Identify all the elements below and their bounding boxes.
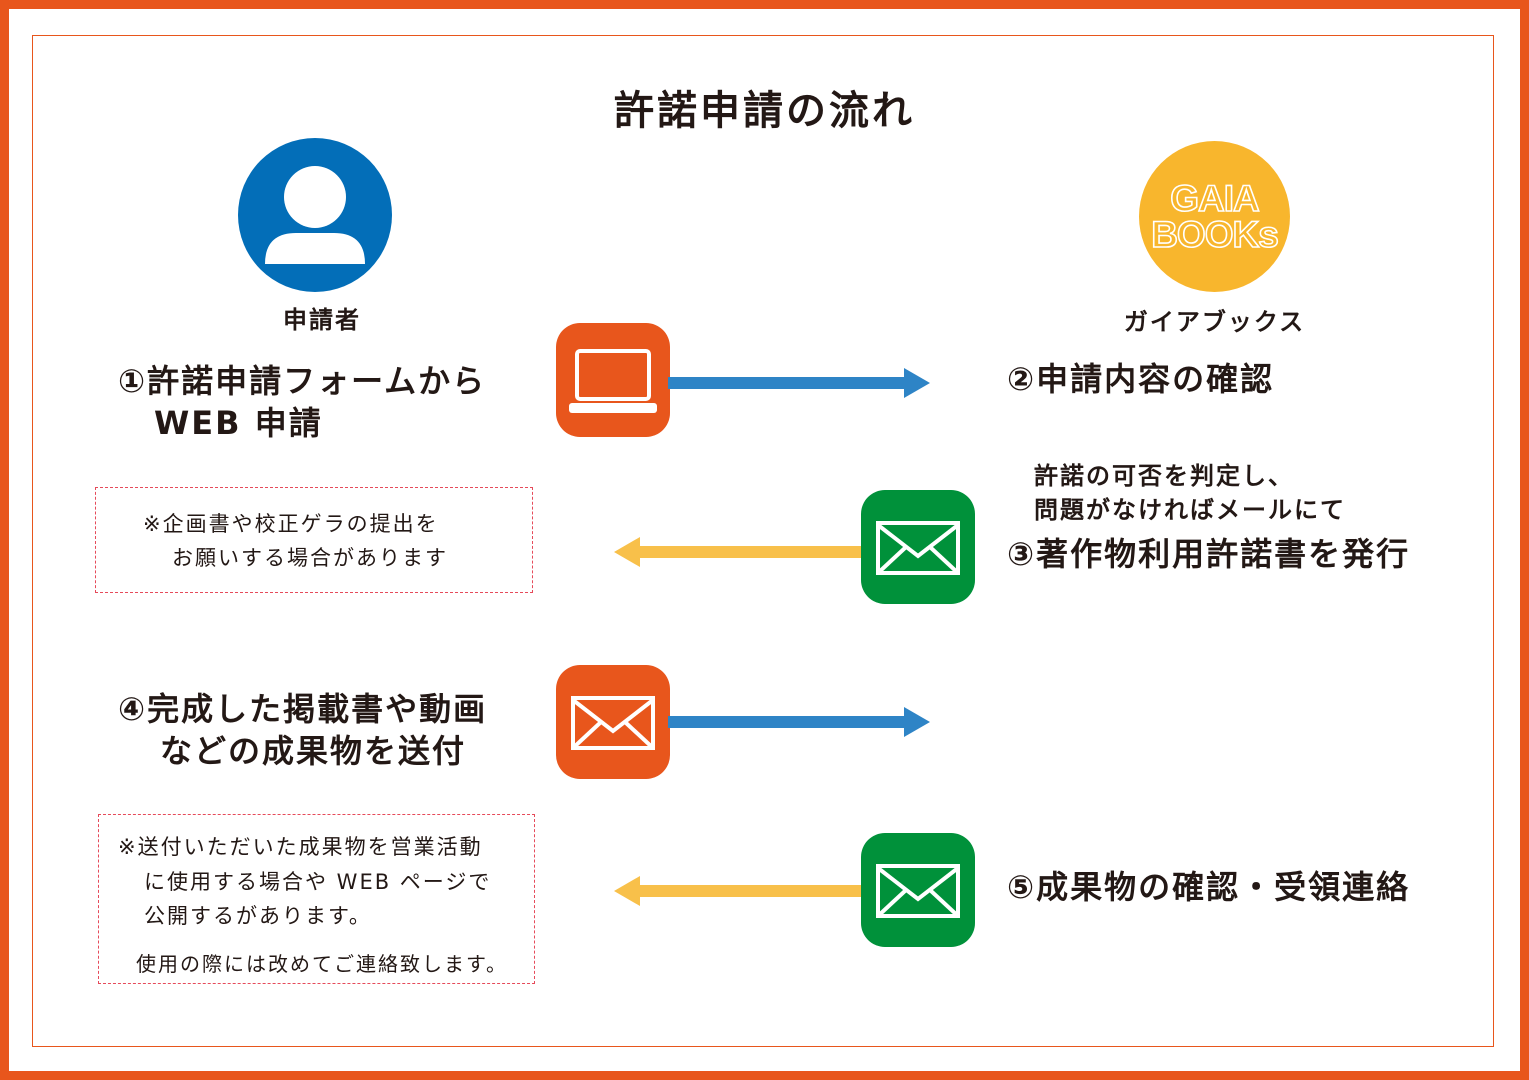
applicant-avatar [238,138,392,292]
laptop-icon [569,349,657,413]
step1-line1: ①許諾申請フォームから [118,362,487,400]
mail-tile-orange [556,665,670,779]
note-box-1 [95,487,533,593]
note2-line3: 公開するがあります。 [144,904,372,929]
step4-text: ④完成した掲載書や動画 などの成果物を送付 [118,688,487,772]
step1-text: ①許諾申請フォームから WEB 申請 [118,360,486,444]
arrow-left-icon [614,876,862,906]
mail-tile-green-1 [861,490,975,604]
note2-line2: に使用する場合や WEB ページで [144,869,492,894]
mail-icon [571,696,655,750]
arrow-right-icon [668,707,930,737]
step3-pre-line2: 問題がなければメールにて [1034,495,1346,524]
note1-line1: ※企画書や校正ゲラの提出を [143,512,439,536]
note1-line2: お願いする場合があります [172,545,448,570]
note-2: ※送付いただいた成果物を営業活動 に使用する場合や WEB ページで 公開するが… [118,830,491,934]
arrow-left-icon [614,537,862,567]
logo-text-line2: BOOKs [1150,214,1279,255]
note2-line4: 使用の際には改めてご連絡致します。 [136,952,508,976]
publisher-logo: GAIA BOOKs [1139,141,1290,292]
step3-text: ③著作物利用許諾書を発行 [1007,535,1411,573]
mail-icon [876,864,960,918]
applicant-label: 申請者 [283,306,361,334]
note-box-2 [98,814,535,984]
step4-line2: などの成果物を送付 [160,732,467,771]
person-icon [265,166,365,264]
step3-pre-line1: 許諾の可否を判定し、 [1034,462,1294,490]
inner-frame [32,35,1494,1047]
laptop-tile [556,323,670,437]
step4-line1: ④完成した掲載書や動画 [118,690,488,728]
logo-text-line1: GAIA [1169,178,1260,219]
mail-tile-green-2 [861,833,975,947]
note-1: ※企画書や校正ゲラの提出を お願いする場合があります [143,508,448,575]
step3-preamble: 許諾の可否を判定し、 問題がなければメールにて [1034,460,1346,527]
mail-icon [876,521,960,575]
note2-line1: ※送付いただいた成果物を営業活動 [118,835,483,859]
page-title: 許諾申請の流れ [614,88,915,134]
step5-text: ⑤成果物の確認・受領連絡 [1007,868,1411,906]
step2-text: ②申請内容の確認 [1007,360,1275,398]
step1-line2: WEB 申請 [154,404,323,443]
arrow-right-icon [668,368,930,398]
publisher-label: ガイアブックス [1123,308,1306,336]
